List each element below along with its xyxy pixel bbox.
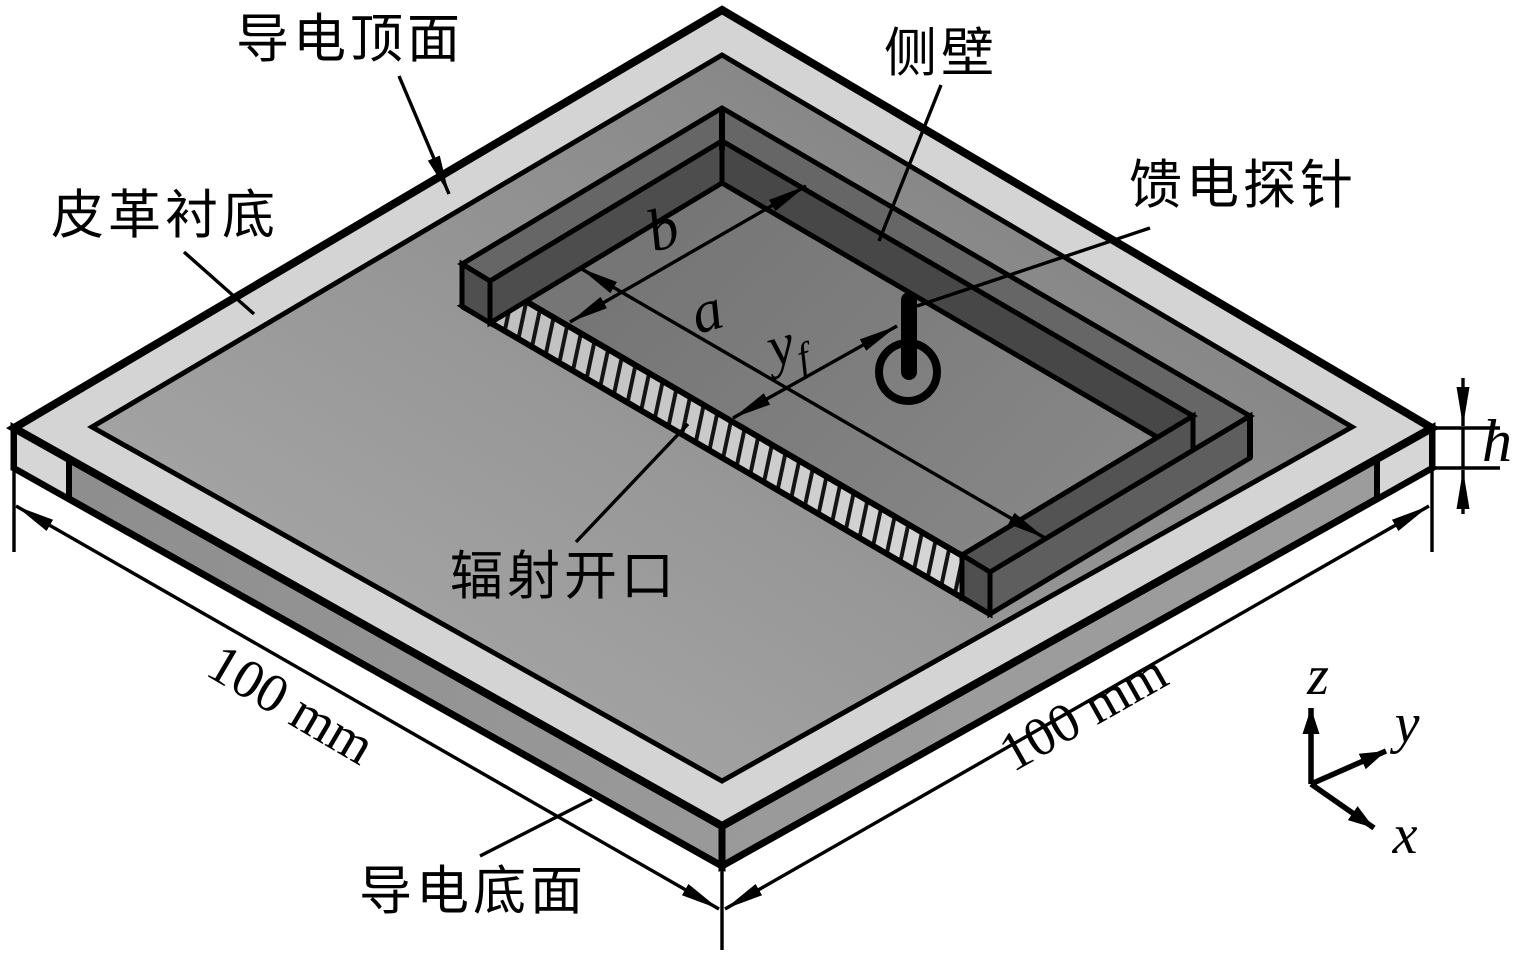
dim-line-100mm-right [724,504,1430,911]
label-axis-x: x [1392,804,1418,866]
dimension-lines [12,184,1500,950]
label-top-conductor: 导电顶面 [236,11,464,69]
wall-end-cap-west [459,259,493,328]
y-axis [1309,748,1388,787]
pointer-leather-substrate [182,250,256,316]
pointer-radiation-aperture [574,422,690,544]
x-axis [1309,781,1376,831]
label-axis-y: y [1390,693,1420,755]
label-side-wall: 侧壁 [884,25,998,83]
pointer-feed-probe [916,226,1151,308]
dim-thickness-h [1430,378,1500,514]
pointer-top-conductor [397,75,451,195]
dim-line-100mm-left [15,504,720,911]
label-radiation-aperture: 辐射开口 [450,548,678,606]
pointer-bottom-conductor [479,797,593,858]
callout-pointers [182,75,1151,858]
label-leather-substrate: 皮革衬底 [51,187,279,245]
label-axis-z: z [1306,645,1329,707]
coordinate-axes [1302,708,1388,831]
label-bottom-conductor: 导电底面 [359,863,587,921]
dim-line-yf [732,324,898,420]
label-dim-h: h [1482,408,1512,474]
pointer-side-wall [877,84,943,242]
label-feed-probe: 馈电探针 [1129,157,1357,215]
